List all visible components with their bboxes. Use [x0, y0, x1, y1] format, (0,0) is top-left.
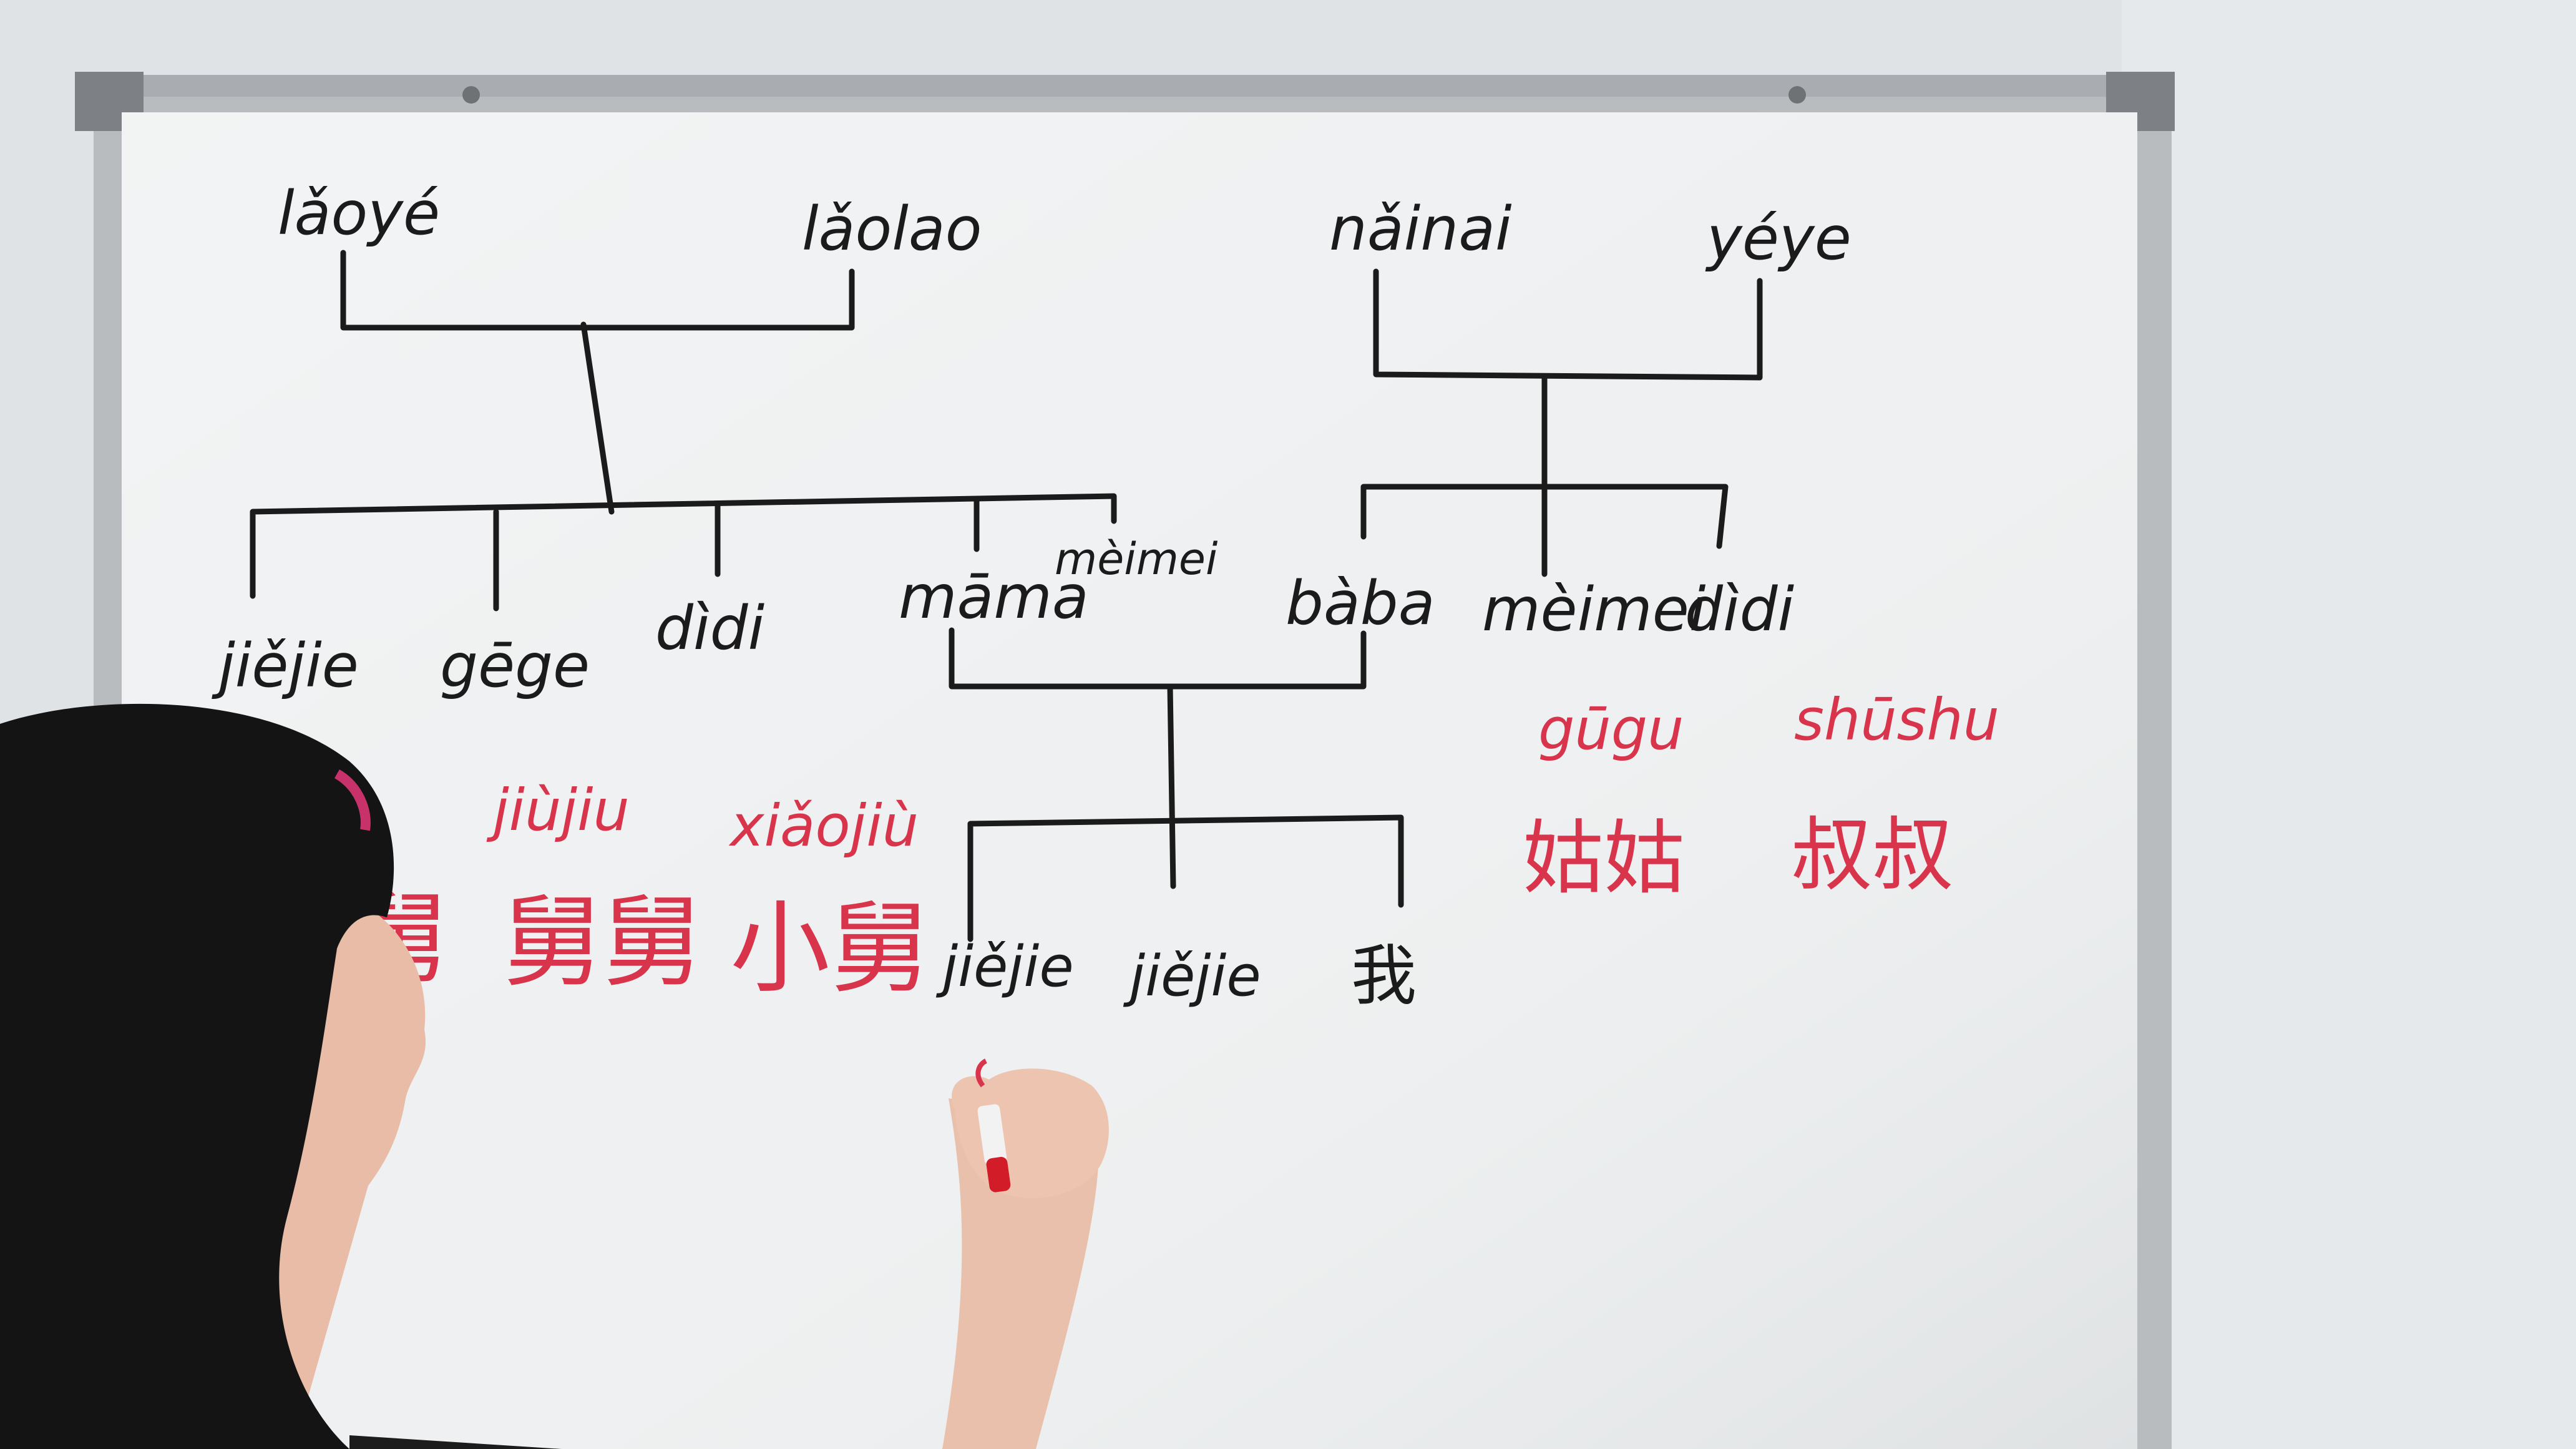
- line-maternal-grandparents: [340, 250, 855, 331]
- label-baba: bàba: [1286, 568, 1435, 638]
- label-yeye: yéye: [1705, 203, 1852, 273]
- family-tree-lines: [250, 250, 1763, 942]
- label-meimei-paternal: mèimei: [1482, 575, 1706, 645]
- label-shushu-pinyin: shūshu: [1794, 686, 1999, 753]
- label-jiujiu-pinyin: jiùjiu: [486, 777, 630, 844]
- line-paternal-siblings-bar: [1360, 484, 1729, 549]
- label-wo: 我: [1351, 938, 1417, 1014]
- label-jiejie-child-1: jiějie: [935, 934, 1074, 1000]
- red-labels: jiùjiu xiǎojiù gūgu shūshu: [486, 686, 1999, 859]
- red-hanzi: 舅舅 小舅 姑姑 叔叔 舅: [349, 807, 1953, 1007]
- board-screw-right: [1788, 86, 1806, 104]
- line-paternal-grandparents: [1373, 268, 1763, 381]
- whiteboard-marker-icon: [977, 1104, 1011, 1193]
- black-labels: lǎoyé lǎolao nǎinai yéye jiějie gēge dìd…: [212, 178, 1852, 1014]
- label-jiujiu-hanzi: 舅舅: [502, 884, 702, 1000]
- label-jiejie-maternal: jiějie: [212, 631, 359, 701]
- line-maternal-siblings-bar: [250, 493, 1117, 599]
- line-parents: [949, 627, 1367, 690]
- label-xiaojiu-pinyin: xiǎojiù: [728, 793, 919, 859]
- hair-clip: [334, 769, 371, 831]
- line-maternal-trunk: [580, 321, 615, 515]
- board-screw-left: [462, 86, 480, 104]
- person-shirt: [349, 1435, 562, 1449]
- label-shushu-hanzi: 叔叔: [1791, 807, 1953, 902]
- line-children-bar: [967, 814, 1404, 942]
- person-hair: [0, 703, 394, 1449]
- marker-cap: [986, 1156, 1011, 1193]
- label-nainai: nǎinai: [1329, 194, 1512, 264]
- label-mama: māma: [899, 562, 1089, 632]
- board-top-rail: [94, 75, 2172, 97]
- line-children-trunk: [1167, 683, 1176, 889]
- wall-right: [2122, 0, 2576, 1449]
- fresh-stroke: [975, 1058, 988, 1088]
- label-laolao: lǎolao: [802, 194, 982, 264]
- label-didi-paternal: dìdi: [1685, 575, 1795, 645]
- label-xiaojiu-hanzi: 小舅: [730, 890, 930, 1007]
- marker-body: [977, 1104, 1007, 1165]
- board-sheen: [122, 112, 2137, 1449]
- whiteboard: [75, 72, 2175, 1449]
- label-jiejie-child-2: jiějie: [1123, 944, 1261, 1009]
- label-gege: gēge: [440, 631, 590, 701]
- label-meimei-maternal: mèimei: [1055, 534, 1218, 585]
- label-gugu-pinyin: gūgu: [1538, 696, 1684, 763]
- person: [0, 703, 1109, 1449]
- label-gugu-hanzi: 姑姑: [1523, 811, 1685, 905]
- label-laoye: lǎoyé: [278, 178, 440, 248]
- label-didi-maternal: dìdi: [655, 593, 765, 663]
